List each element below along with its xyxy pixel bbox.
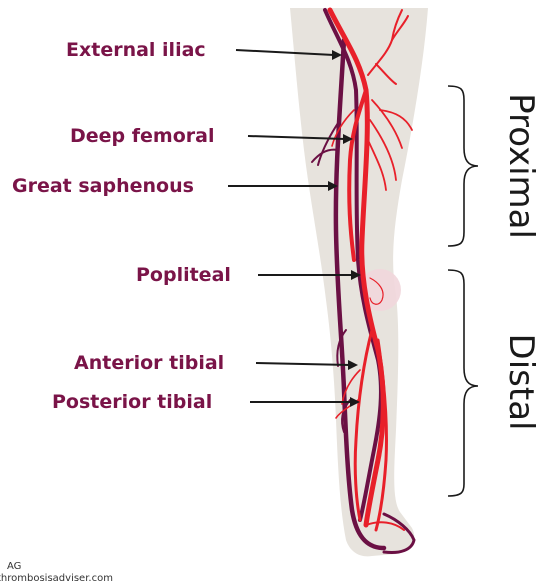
label-posterior-tibial: Posterior tibial: [52, 391, 212, 413]
region-proximal: Proximal: [501, 93, 541, 239]
label-anterior-tibial: Anterior tibial: [74, 352, 224, 374]
label-popliteal: Popliteal: [136, 264, 231, 286]
credit-initials: AG: [7, 561, 21, 572]
distal-brace: [448, 270, 478, 496]
region-distal: Distal: [501, 334, 541, 431]
label-external-iliac: External iliac: [66, 39, 206, 61]
credit-website: thrombosisadviser.com: [0, 573, 113, 584]
label-great-saphenous: Great saphenous: [12, 175, 194, 197]
label-deep-femoral: Deep femoral: [70, 125, 214, 147]
proximal-brace: [448, 86, 478, 246]
